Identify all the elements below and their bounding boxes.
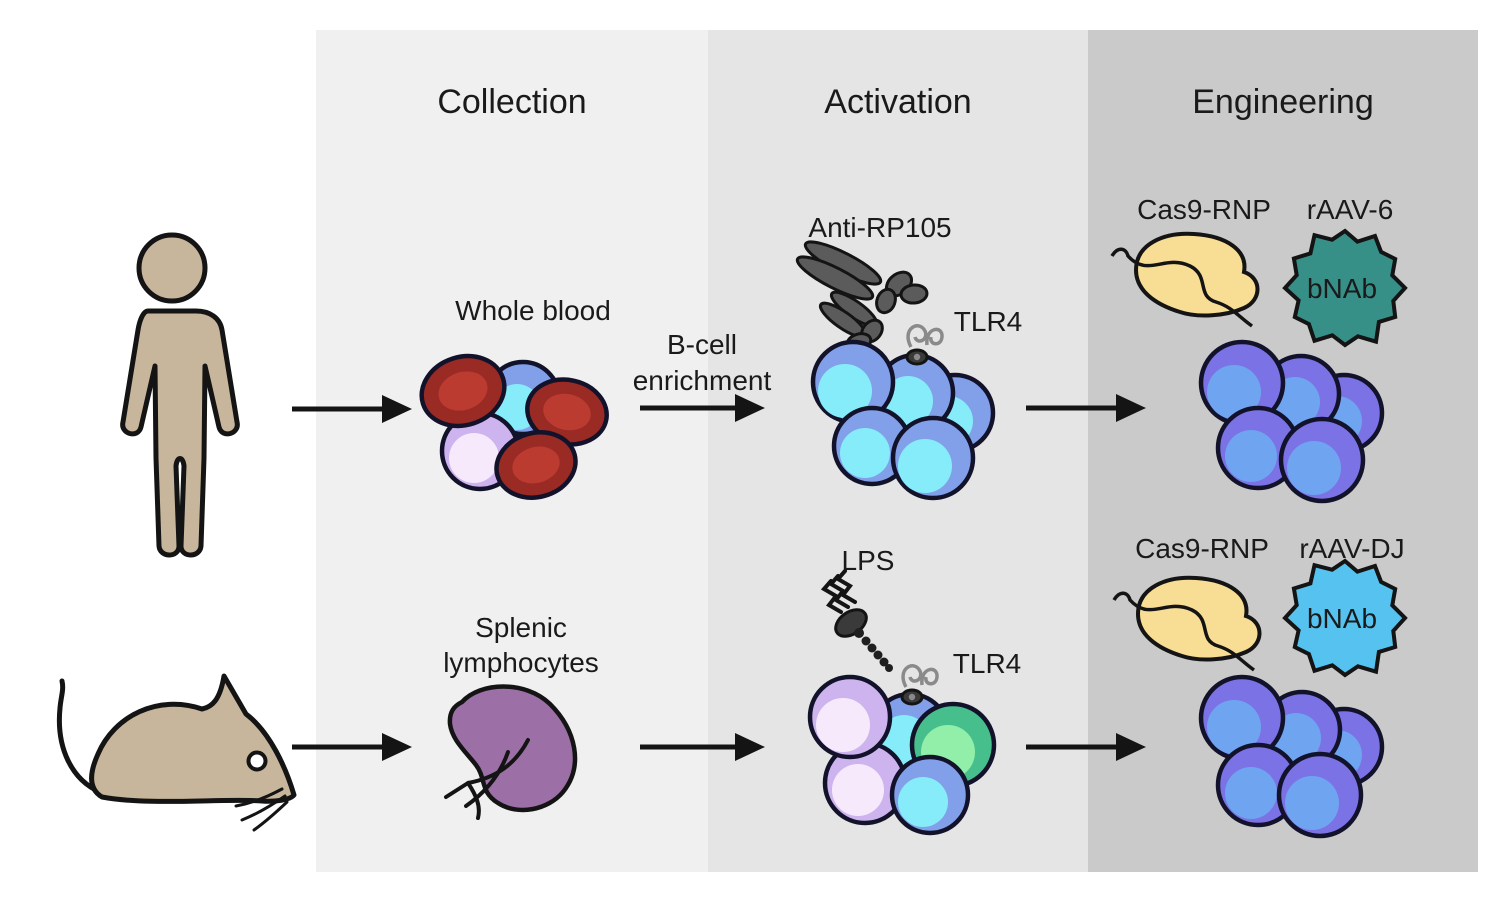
anti-rp105-label: Anti-RP105 — [808, 212, 951, 243]
tlr4-label-human: TLR4 — [954, 306, 1022, 337]
arrow-human-to-collection — [292, 395, 412, 423]
mouse-whiskers — [234, 787, 289, 832]
panel-title-activation: Activation — [824, 83, 971, 121]
whole-blood-cluster — [419, 353, 609, 500]
mouse-eye — [246, 750, 268, 772]
human-body — [120, 308, 240, 558]
red-blood-cell — [525, 377, 609, 447]
human-head — [136, 232, 208, 304]
mouse-body — [89, 673, 297, 804]
activated-bcell-cluster-human — [810, 324, 996, 501]
human-figure-icon — [120, 232, 240, 558]
whole-blood-label: Whole blood — [455, 295, 611, 326]
splenic-label-line2: lymphocytes — [443, 647, 599, 678]
red-blood-cell — [419, 353, 507, 429]
lps-icon — [820, 569, 893, 672]
bnab-label-human: bNAb — [1307, 273, 1377, 304]
lps-label: LPS — [842, 545, 895, 576]
mouse-figure-icon — [56, 673, 297, 832]
red-blood-cell — [494, 430, 578, 500]
cas9-rnp-label-human: Cas9-RNP — [1137, 194, 1271, 225]
arrow-activation-to-engineering-human — [1026, 394, 1146, 422]
arrow-collection-to-activation-mouse — [640, 733, 765, 761]
enrichment-label-line1: B-cell — [667, 329, 737, 360]
panel-title-engineering: Engineering — [1192, 83, 1373, 121]
spleen-icon — [444, 684, 578, 820]
mouse-tail — [56, 678, 103, 795]
arrow-activation-to-engineering-mouse — [1026, 733, 1146, 761]
spleen-vessels — [444, 738, 530, 820]
engineered-bcell-cluster-mouse — [1198, 674, 1385, 839]
enrichment-label-line2: enrichment — [633, 365, 772, 396]
cas9-rnp-label-mouse: Cas9-RNP — [1135, 533, 1269, 564]
panel-title-collection: Collection — [437, 83, 586, 121]
arrow-enrichment — [640, 394, 765, 422]
bnab-label-mouse: bNAb — [1307, 603, 1377, 634]
raavdj-label: rAAV-DJ — [1299, 533, 1404, 564]
arrow-mouse-to-collection — [292, 733, 412, 761]
tlr4-label-mouse: TLR4 — [953, 648, 1021, 679]
engineered-bcell-cluster-human — [1198, 339, 1385, 504]
activated-cell-cluster-mouse — [807, 664, 997, 836]
splenic-label-line1: Splenic — [475, 612, 567, 643]
raav6-label: rAAV-6 — [1307, 194, 1394, 225]
spleen-body — [447, 684, 578, 813]
